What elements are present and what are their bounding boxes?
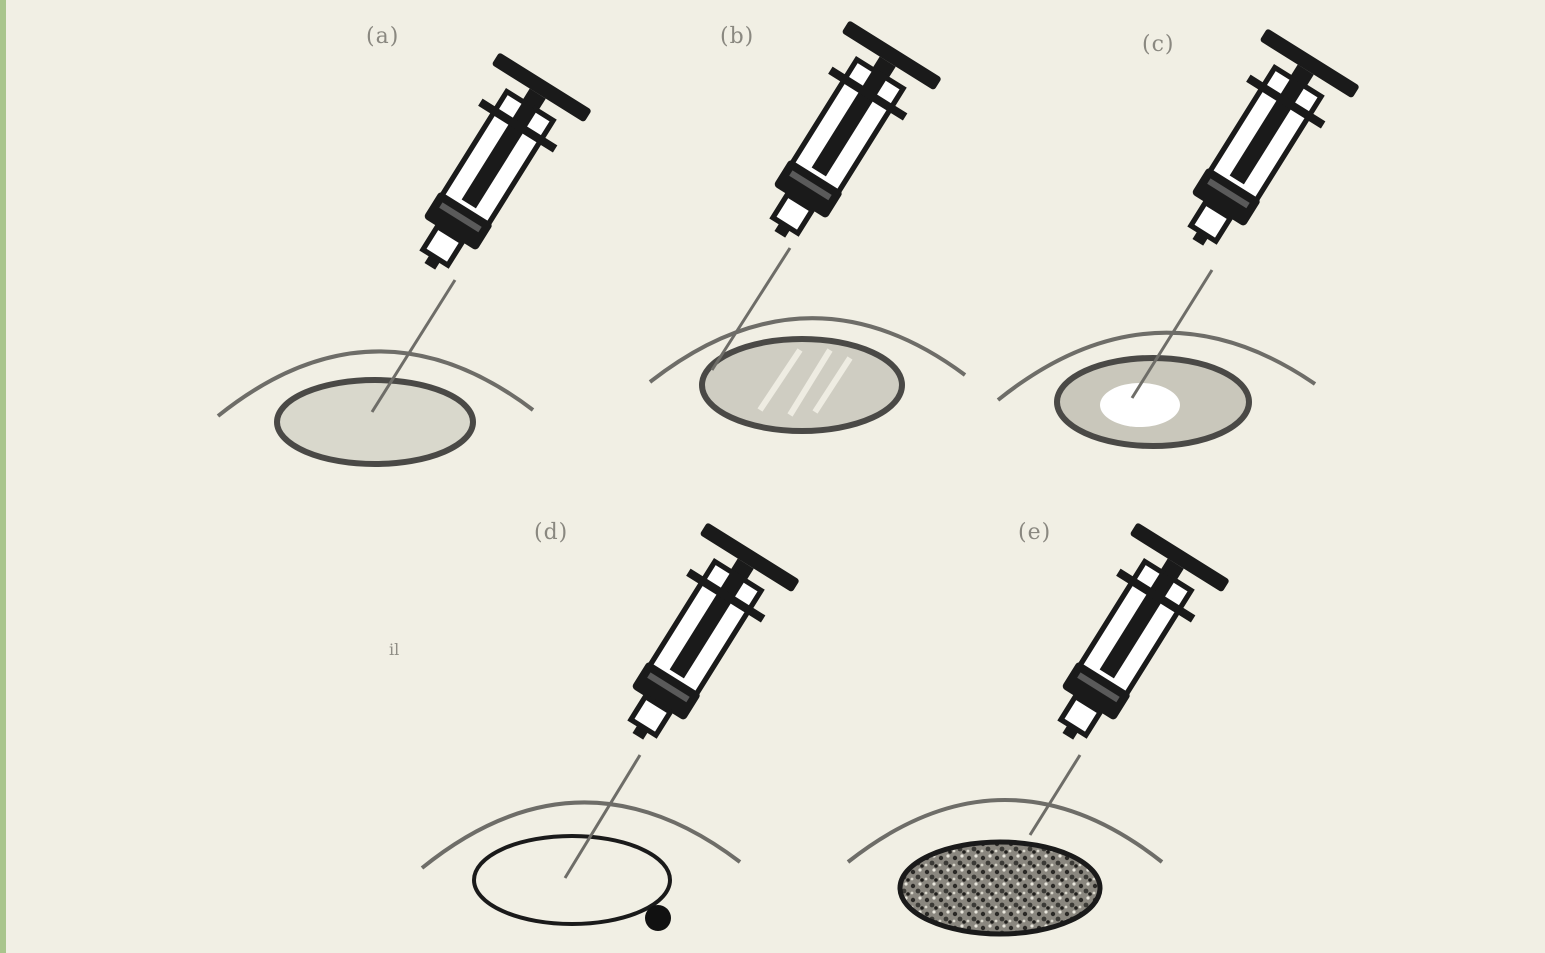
- eye-outline: [900, 842, 1100, 934]
- syringe-icon: [592, 522, 800, 765]
- external-dot: [645, 905, 671, 931]
- syringe-icon: [734, 20, 942, 263]
- panel-label-a: (a): [366, 24, 399, 49]
- panel-label-b: (b): [720, 24, 754, 49]
- figure-frame: (a) (b) (c) (d) (e) il: [6, 0, 1545, 953]
- panel-c: [998, 28, 1360, 446]
- needle: [1030, 755, 1080, 835]
- eye-outline: [277, 380, 473, 464]
- panel-label-c: (c): [1142, 32, 1175, 57]
- stray-mark: il: [389, 640, 399, 659]
- panel-label-e: (e): [1018, 520, 1051, 545]
- needle: [565, 755, 640, 878]
- panel-b: [650, 20, 965, 431]
- syringe-icon: [1152, 28, 1360, 271]
- syringe-icon: [1022, 522, 1230, 765]
- panel-label-d: (d): [534, 520, 568, 545]
- eye-outline: [474, 836, 670, 924]
- panel-e: [848, 522, 1230, 934]
- syringe-icon: [384, 52, 592, 295]
- air-bubble: [1100, 383, 1180, 427]
- eye-outline: [702, 339, 902, 431]
- panel-a: [218, 52, 592, 464]
- panel-d: [422, 522, 800, 931]
- syringe-injection-figure: [6, 0, 1545, 953]
